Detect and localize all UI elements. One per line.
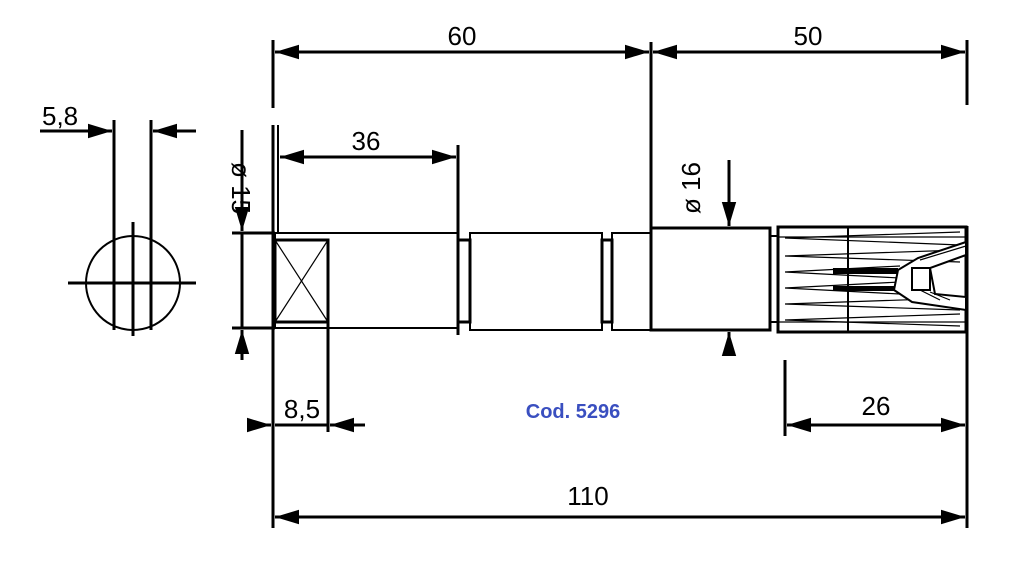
dia-16-label: ø 16: [676, 162, 706, 214]
end-view: 5,8: [40, 101, 196, 336]
part-code-label: Cod. 5296: [526, 401, 620, 423]
dim-50-label: 50: [794, 21, 823, 51]
flat-width-label: 5,8: [42, 101, 78, 131]
segment-3: [611, 232, 652, 331]
dim-8-5-label: 8,5: [284, 394, 320, 424]
dim-26-label: 26: [862, 391, 891, 421]
key-flat: [273, 238, 330, 324]
groove-1: [456, 238, 472, 324]
dia-15-label: ø 15: [226, 162, 256, 214]
shaft: [273, 225, 968, 334]
shoulder-segment: [649, 226, 772, 332]
dimension-lines: [234, 44, 965, 525]
middle-segment: [469, 232, 603, 331]
dim-60-label: 60: [448, 21, 477, 51]
groove-2: [600, 238, 614, 324]
spline: [776, 225, 968, 334]
dim-36-label: 36: [352, 126, 381, 156]
dim-110-label: 110: [567, 481, 608, 511]
